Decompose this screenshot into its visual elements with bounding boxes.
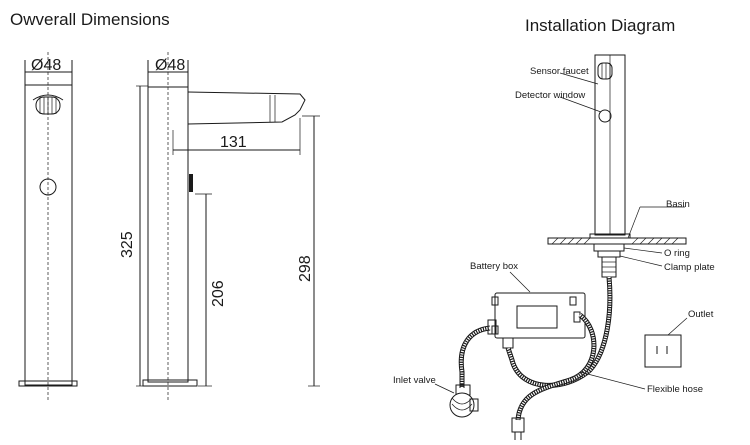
inlet-valve (449, 384, 479, 418)
outlet-label: Outlet (688, 309, 714, 320)
clamp-plate-label: Clamp plate (664, 262, 715, 273)
side-view-faucet (142, 52, 306, 400)
front-aerator-icon (32, 94, 64, 115)
side-diameter-label: Ø48 (155, 57, 185, 74)
wall-outlet (644, 334, 682, 368)
spout-height-dimension (195, 193, 212, 387)
detector-window-icon (598, 109, 612, 123)
installation-diagram-title: Installation Diagram (525, 16, 675, 35)
basin (547, 237, 687, 245)
front-sensor-window (39, 178, 57, 196)
spout-reach-label: 131 (220, 134, 247, 151)
flexible-hose-label: Flexible hose (647, 384, 703, 395)
battery-box-label: Battery box (470, 261, 518, 272)
total-height-dimension (136, 85, 148, 387)
front-view-faucet (18, 52, 78, 400)
power-plug (511, 417, 525, 440)
clamp-plate (593, 243, 625, 278)
spout-reach-dimension (172, 118, 301, 155)
total-height-label: 325 (119, 231, 136, 258)
flexible-hose (458, 276, 613, 421)
overall-dimensions-title: Owverall Dimensions (10, 10, 170, 29)
sensor-faucet (589, 54, 631, 239)
sensor-height-label: 298 (297, 255, 314, 282)
battery-box (487, 292, 586, 349)
detector-window-label: Detector window (515, 90, 585, 101)
front-diameter-label: Ø48 (31, 57, 61, 74)
o-ring-label: O ring (664, 248, 690, 259)
inlet-valve-label: Inlet valve (393, 375, 436, 386)
sensor-height-dimension (302, 115, 320, 387)
leader-lines (434, 72, 688, 394)
sensor-faucet-label: Sensor faucet (530, 66, 589, 77)
basin-label: Basin (666, 199, 690, 210)
spout-height-label: 206 (210, 280, 227, 307)
